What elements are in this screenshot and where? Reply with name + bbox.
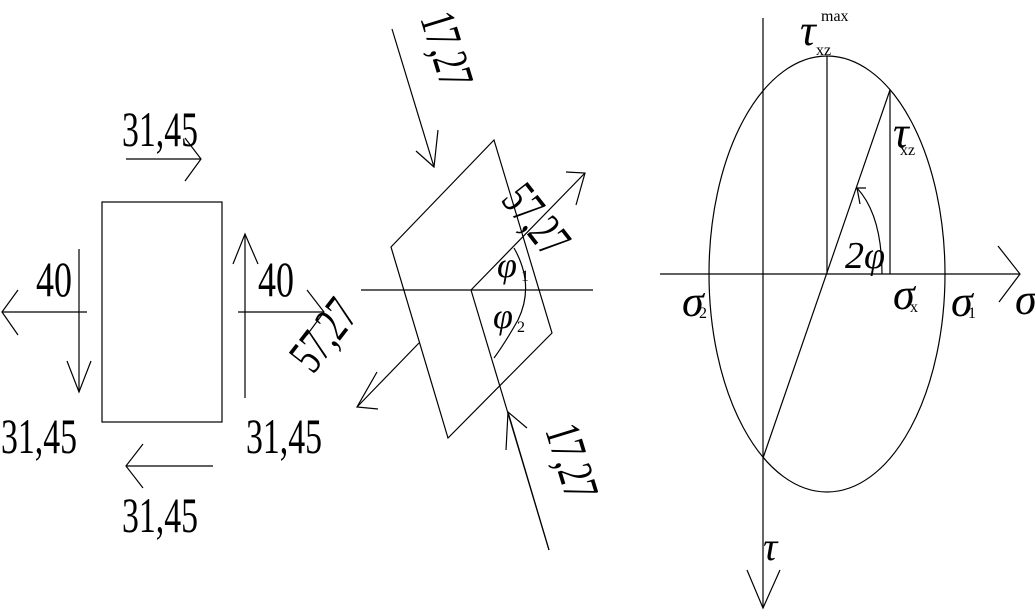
- right-shear-arrow-icon: [232, 232, 259, 398]
- phi-2-label: φ: [493, 296, 513, 336]
- sigma-axis-label: σ: [1015, 275, 1035, 324]
- stress-element-rectangle: [101, 201, 223, 423]
- left-normal-arrow-icon: [1, 289, 87, 336]
- tau-xz-subscript: xz: [900, 142, 915, 159]
- top-normal-label: 17,27: [409, 5, 485, 94]
- top-normal-arrow-icon: [391, 28, 439, 169]
- stress-element-figure: 31,45 31,45 40 31,45 40 31,45: [1, 101, 325, 543]
- sigma-1-subscript: 1: [968, 305, 976, 322]
- left-shear-arrow-icon: [66, 249, 92, 394]
- rotated-element-figure: 57,27 57,27 17,27 17,27 φ 1 φ 2: [278, 5, 610, 551]
- left-normal-label: 40: [36, 251, 72, 307]
- top-shear-arrow-icon: [126, 137, 202, 182]
- top-shear-label: 31,45: [122, 101, 198, 157]
- tau-xz-symbol: τ: [893, 108, 911, 157]
- tau-axis-label: τ: [763, 524, 779, 569]
- tau-max-subscript: xz: [816, 42, 831, 59]
- rotated-element-square: [390, 138, 553, 440]
- right-normal-arrow-icon: [238, 289, 325, 336]
- sigma-2-symbol: σ: [682, 277, 706, 326]
- bottom-normal-label: 17,27: [534, 417, 610, 506]
- right-shear-label: 31,45: [246, 408, 322, 464]
- sigma-x-subscript: x: [910, 299, 918, 316]
- sigma-axis-arrow-icon: [660, 245, 1021, 303]
- tau-max-superscript: max: [821, 8, 849, 25]
- phi-2-subscript: 2: [517, 319, 525, 336]
- left-shear-label: 31,45: [1, 408, 77, 464]
- bottom-normal-arrow-icon: [505, 410, 550, 551]
- phi-1-label: φ: [497, 245, 517, 285]
- two-phi-label: 2φ: [845, 235, 885, 277]
- upper-right-principal-arrow-icon: [470, 171, 586, 291]
- bottom-shear-arrow-icon: [125, 443, 213, 489]
- angle-arc-phi: [493, 247, 527, 359]
- tau-axis-arrow-icon: [746, 18, 781, 610]
- right-normal-label: 40: [258, 251, 294, 307]
- sigma-x-symbol: σ: [893, 270, 917, 319]
- sigma-2-subscript: 2: [699, 305, 707, 322]
- mohr-circle-figure: τ xz max τ xz 2φ σ 2 σ x σ 1 σ τ: [660, 6, 1035, 610]
- mohr-diameter-line: [762, 89, 891, 459]
- bottom-shear-label: 31,45: [122, 487, 198, 543]
- two-phi-angle-arc-icon: [856, 187, 883, 275]
- tau-max-symbol: τ: [800, 6, 818, 55]
- phi-1-subscript: 1: [521, 268, 529, 285]
- sigma-1-symbol: σ: [951, 277, 975, 326]
- lower-left-principal-arrow-icon: [356, 342, 420, 410]
